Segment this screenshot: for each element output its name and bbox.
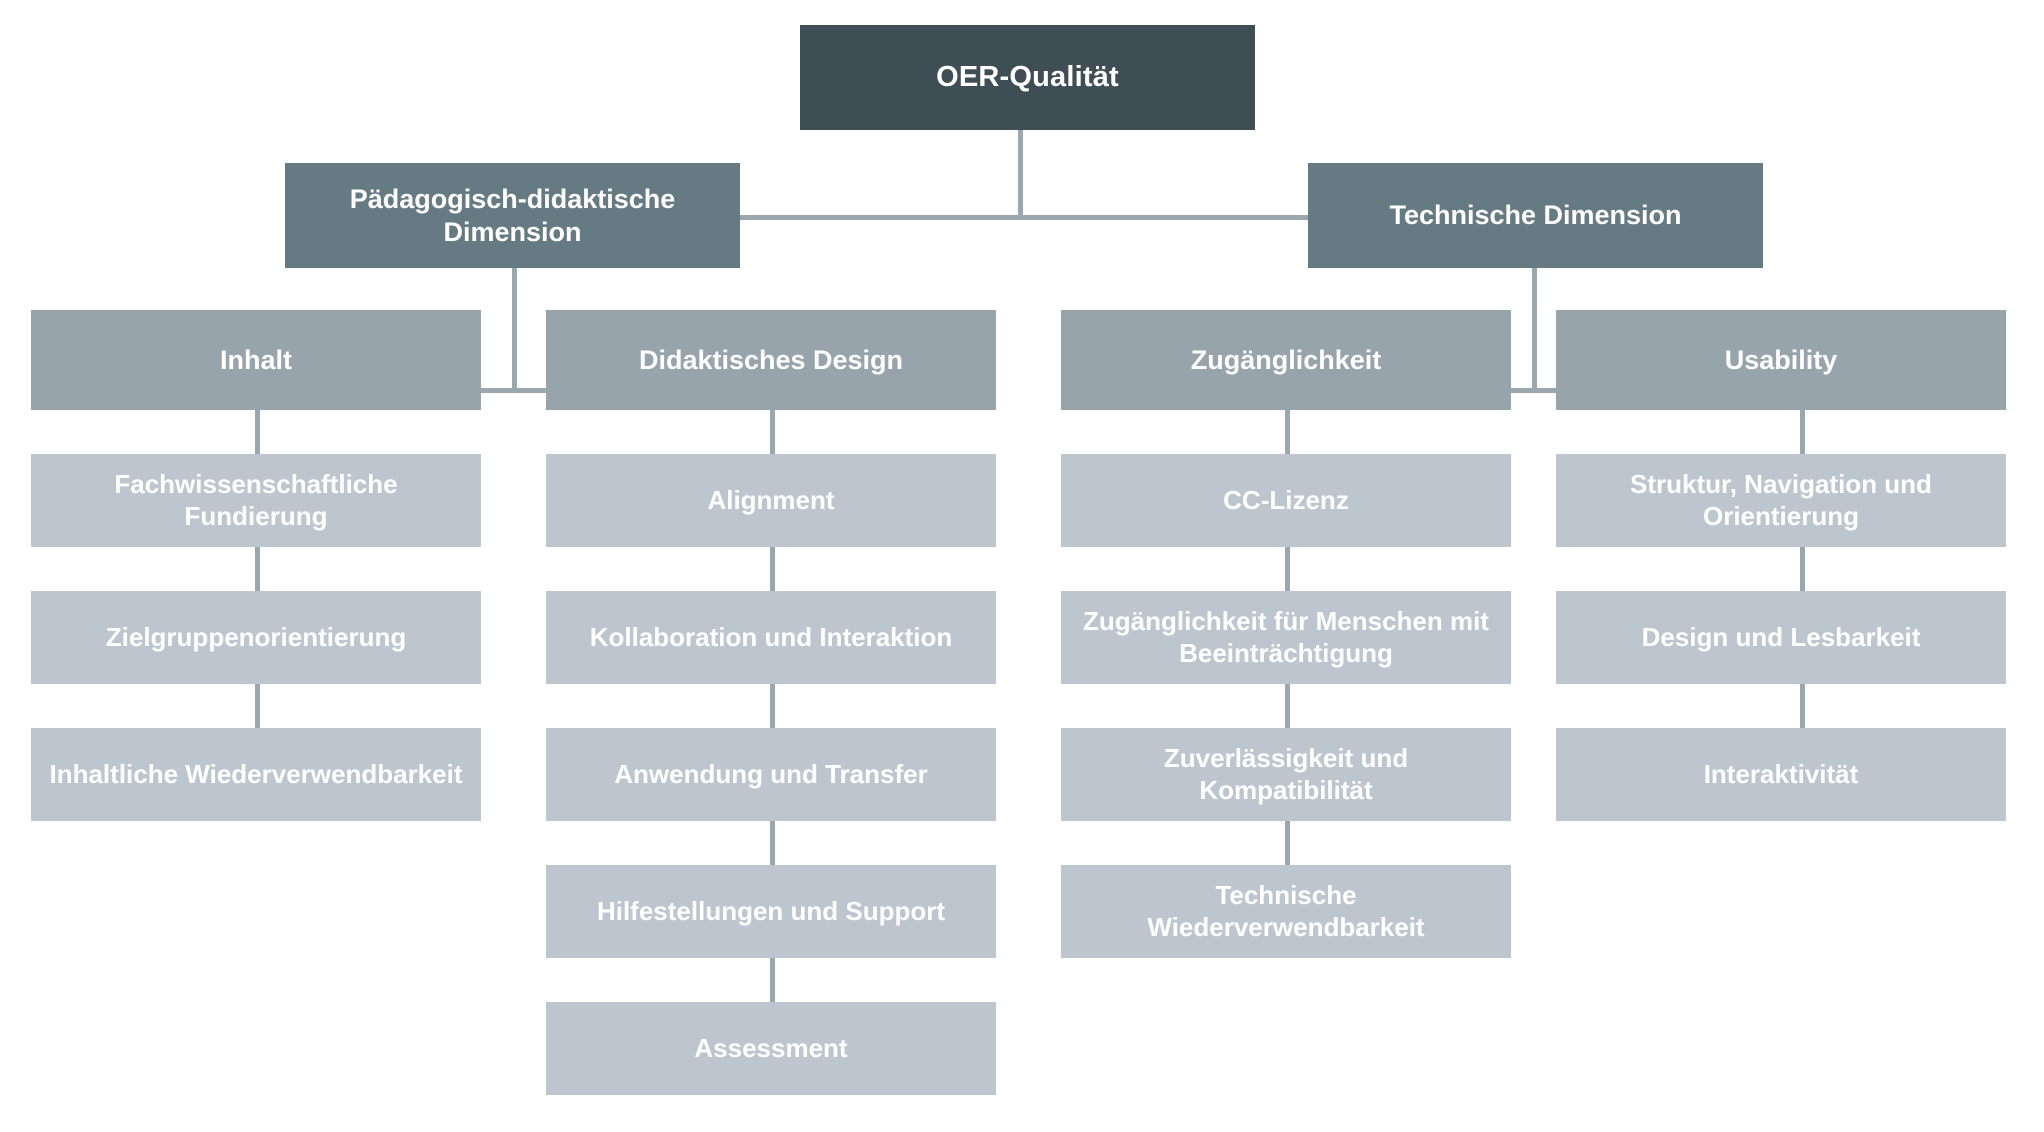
node-criterion-cc-lizenz[interactable]: CC-Lizenz [1061, 454, 1511, 547]
node-criterion-hilfestellungen-und-support[interactable]: Hilfestellungen und Support [546, 865, 996, 958]
node-criterion-assessment[interactable]: Assessment [546, 1002, 996, 1095]
connector-root-down [1018, 130, 1023, 218]
node-category-inhalt[interactable]: Inhalt [31, 310, 481, 410]
connector-technical-down [1532, 268, 1537, 393]
connector-technical-category-spine [1395, 388, 1675, 393]
node-criterion-technische-wiederverwendbarkeit[interactable]: Technische Wiederverwendbarkeit [1061, 865, 1511, 958]
connector-didaktik-1 [770, 410, 775, 454]
connector-inhalt-3 [255, 684, 260, 728]
connector-inhalt-2 [255, 547, 260, 591]
connector-didaktik-5 [770, 958, 775, 1002]
node-category-didaktisches-design[interactable]: Didaktisches Design [546, 310, 996, 410]
node-dimension-technisch[interactable]: Technische Dimension [1308, 163, 1763, 268]
connector-dimensions-spine [512, 215, 1532, 220]
connector-pedagogic-down [512, 268, 517, 393]
connector-usability-1 [1800, 410, 1805, 454]
node-criterion-fachwissenschaftliche-fundierung[interactable]: Fachwissenschaftliche Fundierung [31, 454, 481, 547]
node-criterion-zielgruppenorientierung[interactable]: Zielgruppenorientierung [31, 591, 481, 684]
node-criterion-kollaboration-und-interaktion[interactable]: Kollaboration und Interaktion [546, 591, 996, 684]
node-category-usability[interactable]: Usability [1556, 310, 2006, 410]
connector-usability-2 [1800, 547, 1805, 591]
connector-zugaenglichkeit-4 [1285, 821, 1290, 865]
node-criterion-interaktivitaet[interactable]: Interaktivität [1556, 728, 2006, 821]
node-criterion-alignment[interactable]: Alignment [546, 454, 996, 547]
connector-didaktik-2 [770, 547, 775, 591]
connector-usability-3 [1800, 684, 1805, 728]
node-criterion-anwendung-und-transfer[interactable]: Anwendung und Transfer [546, 728, 996, 821]
connector-zugaenglichkeit-1 [1285, 410, 1290, 454]
connector-pedagogic-category-spine [375, 388, 655, 393]
node-dimension-paedagogisch-didaktisch[interactable]: Pädagogisch-didaktische Dimension [285, 163, 740, 268]
connector-didaktik-3 [770, 684, 775, 728]
connector-didaktik-4 [770, 821, 775, 865]
node-category-zugaenglichkeit[interactable]: Zugänglichkeit [1061, 310, 1511, 410]
connector-zugaenglichkeit-2 [1285, 547, 1290, 591]
node-criterion-design-und-lesbarkeit[interactable]: Design und Lesbarkeit [1556, 591, 2006, 684]
node-criterion-zugaenglichkeit-fuer-menschen-mit-beeintraechtigung[interactable]: Zugänglichkeit für Menschen mit Beeinträ… [1061, 591, 1511, 684]
node-criterion-zuverlaessigkeit-und-kompatibilitaet[interactable]: Zuverlässigkeit und Kompatibilität [1061, 728, 1511, 821]
node-criterion-struktur-navigation-und-orientierung[interactable]: Struktur, Navigation und Orientierung [1556, 454, 2006, 547]
node-root-oer-qualitaet[interactable]: OER-Qualität [800, 25, 1255, 130]
node-criterion-inhaltliche-wiederverwendbarkeit[interactable]: Inhaltliche Wiederverwendbarkeit [31, 728, 481, 821]
connector-inhalt-1 [255, 410, 260, 454]
connector-zugaenglichkeit-3 [1285, 684, 1290, 728]
